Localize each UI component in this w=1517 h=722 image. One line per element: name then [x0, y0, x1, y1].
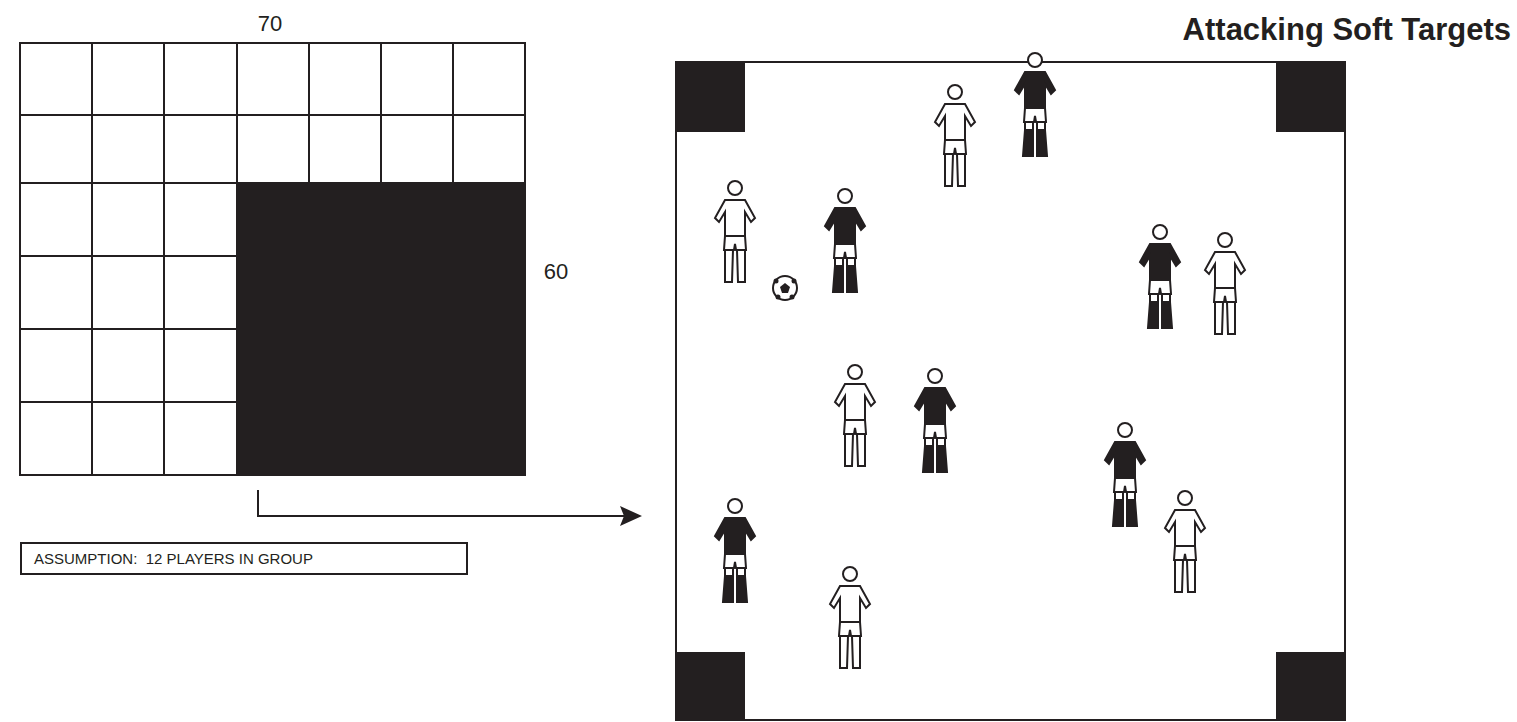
- field-grid: [20, 43, 525, 475]
- diagram-title: Attacking Soft Targets: [1183, 12, 1511, 48]
- box-text: ASSUMPTION: 12 PLAYERS IN GROUP: [34, 550, 454, 567]
- practice-field: [676, 62, 1345, 720]
- players: [715, 53, 1245, 668]
- dimension-height: 60: [544, 259, 568, 285]
- soccer-ball: [773, 276, 797, 300]
- pointer-arrow: [258, 490, 642, 526]
- dimension-width: 70: [258, 11, 282, 37]
- assumption-box: ASSUMPTION: 12 PLAYERS IN GROUP: [20, 542, 468, 575]
